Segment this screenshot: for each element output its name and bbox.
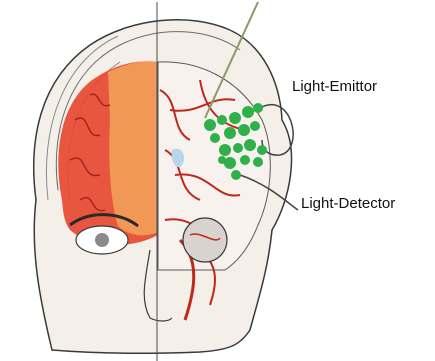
light-emitter-label: Light-Emittor: [292, 78, 377, 95]
right-eye-socket: [183, 218, 227, 262]
light-detector-label: Light-Detector: [301, 195, 395, 212]
cortex-orange: [108, 61, 158, 235]
left-iris: [95, 233, 109, 247]
